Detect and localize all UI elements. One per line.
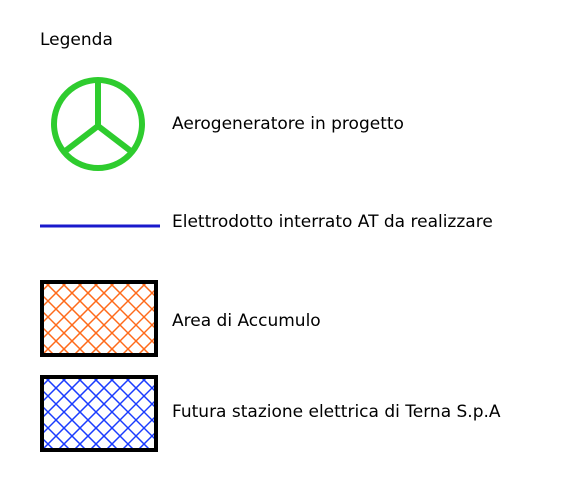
legend-title: Legenda <box>40 30 113 50</box>
electric-station-hatch-symbol <box>40 375 158 452</box>
power-line-symbol <box>40 224 160 228</box>
legend-label-wind-turbine: Aerogeneratore in progetto <box>172 114 404 134</box>
storage-area-hatch-symbol <box>40 280 158 357</box>
legend-label-power-line: Elettrodotto interrato AT da realizzare <box>172 212 493 232</box>
legend-label-storage-area: Area di Accumulo <box>172 311 321 331</box>
wind-turbine-icon <box>51 77 145 171</box>
legend-label-electric-station: Futura stazione elettrica di Terna S.p.A <box>172 402 501 422</box>
